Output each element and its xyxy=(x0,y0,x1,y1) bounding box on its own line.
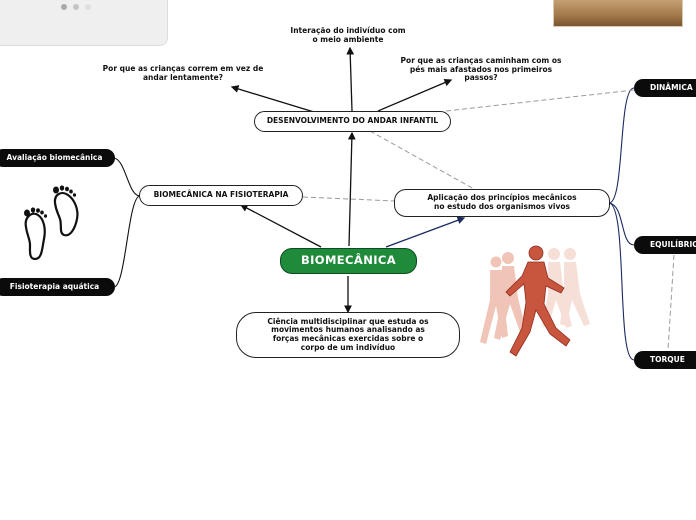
topic-caminham[interactable]: Por que as crianças caminham com os pés … xyxy=(400,56,562,83)
central-topic-biomecanica[interactable]: BIOMECÂNICA xyxy=(280,248,417,274)
topic-fisioterapia[interactable]: BIOMECÂNICA NA FISIOTERAPIA xyxy=(139,185,303,206)
edge-fisioterapia-avaliacao xyxy=(113,157,141,197)
edge-aplicacao-dinamica xyxy=(608,87,635,204)
carousel-dot[interactable] xyxy=(73,4,79,10)
relation-desenvolvimento-aplicacao xyxy=(369,130,475,190)
relation-equilibrio-torque xyxy=(667,254,675,351)
edge-desenvolvimento-correm xyxy=(230,85,315,113)
topic-equilibrio[interactable]: EQUILÍBRIO xyxy=(634,236,696,254)
edge-fisioterapia-aquatica xyxy=(113,195,141,288)
edge-desenvolvimento-caminham xyxy=(377,78,453,112)
carousel-dot[interactable] xyxy=(61,4,67,10)
topic-aplicacao[interactable]: Aplicação dos princípios mecânicos no es… xyxy=(394,189,610,217)
topic-aquatica[interactable]: Fisioterapia aquática xyxy=(0,278,115,296)
topic-interacao[interactable]: Interação do indivíduo com o meio ambien… xyxy=(290,26,406,44)
relation-fisioterapia-aplicacao xyxy=(302,196,396,202)
topic-ciencia[interactable]: Ciência multidisciplinar que estuda os m… xyxy=(236,312,460,358)
edge-central-desenvolvimento xyxy=(347,131,356,247)
topic-dinamica[interactable]: DINÂMICA xyxy=(634,79,696,97)
carousel-panel xyxy=(0,0,168,46)
topic-torque[interactable]: TORQUE xyxy=(634,351,696,369)
carousel-dot[interactable] xyxy=(85,4,91,10)
edge-aplicacao-torque xyxy=(608,202,635,361)
topic-avaliacao[interactable]: Avaliação biomecânica xyxy=(0,149,115,167)
wood-photo-thumbnail xyxy=(553,0,683,27)
edge-aplicacao-equilibrio xyxy=(608,202,635,246)
edge-desenvolvimento-interacao xyxy=(346,46,355,112)
edge-central-aplicacao xyxy=(385,216,466,248)
topic-desenvolvimento[interactable]: DESENVOLVIMENTO DO ANDAR INFANTIL xyxy=(254,111,451,132)
relation-desenvolvimento-dinamica xyxy=(445,89,635,112)
topic-correm[interactable]: Por que as crianças correm em vez de and… xyxy=(102,64,264,82)
edge-central-fisioterapia xyxy=(239,204,322,248)
running-muscle-figure-icon xyxy=(480,245,590,357)
footprints-icon xyxy=(24,185,79,261)
